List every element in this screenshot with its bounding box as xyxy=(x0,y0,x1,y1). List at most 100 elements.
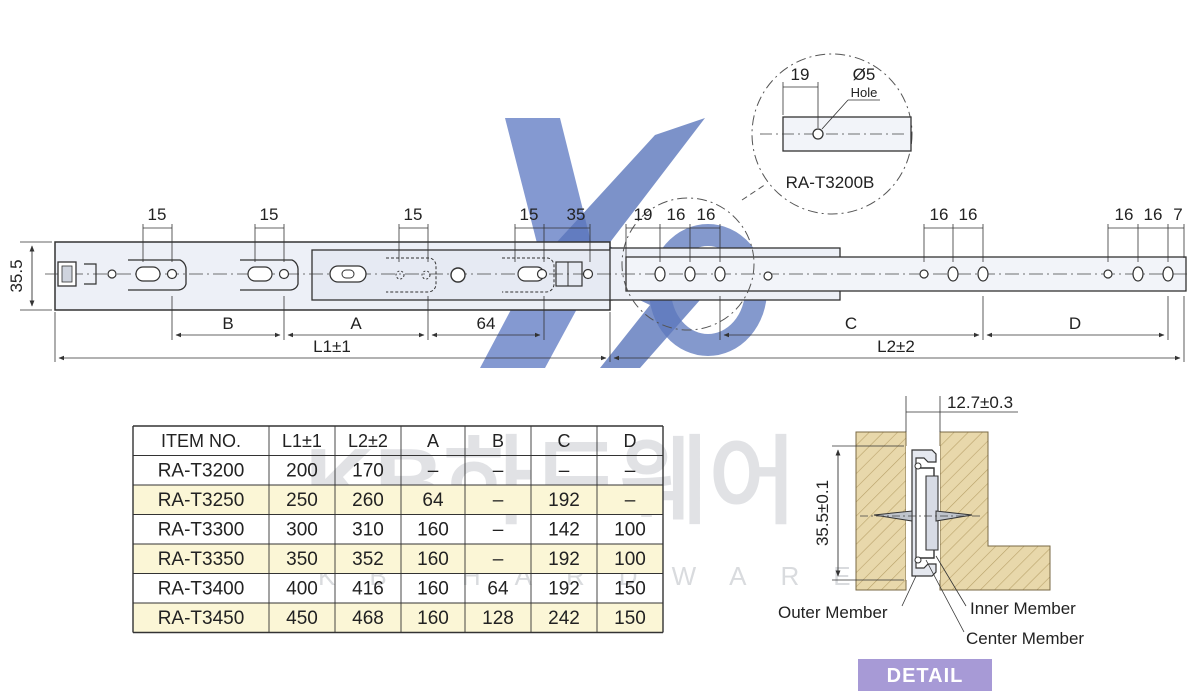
table-header-cell: D xyxy=(624,431,637,451)
table-cell: – xyxy=(493,461,504,482)
table-cell: 160 xyxy=(417,579,449,600)
table-cell: RA-T3400 xyxy=(158,579,245,600)
dim-c-label: C xyxy=(845,314,857,333)
section-width-dim: 12.7±0.3 xyxy=(947,393,1013,412)
table-cell: RA-T3250 xyxy=(158,490,245,511)
table-cell: 192 xyxy=(548,490,580,511)
table-cell: 150 xyxy=(614,608,646,629)
table-cell: 416 xyxy=(352,579,384,600)
top-dimensions xyxy=(142,224,1185,262)
table-cell: – xyxy=(493,549,504,570)
drawer-wood-right xyxy=(939,431,1051,591)
table-cell: 200 xyxy=(286,461,318,482)
table-header-cell: B xyxy=(492,431,504,451)
zoom-detail: 19 Ø5 Hole RA-T3200B xyxy=(741,53,913,215)
table-cell: 160 xyxy=(417,520,449,541)
zoom-dim-19: 19 xyxy=(791,65,810,84)
dim-15-a: 15 xyxy=(148,205,167,224)
table-cell: 400 xyxy=(286,579,318,600)
inner-member-label: Inner Member xyxy=(970,599,1076,618)
dim-7: 7 xyxy=(1173,205,1182,224)
spec-table: ITEM NO. L1±1 L2±2 A B C D RA-T3200 200 170 – – – – RA… xyxy=(132,425,664,634)
dim-16-e: 16 xyxy=(1115,205,1134,224)
zoom-hole-diameter: Ø5 xyxy=(853,65,876,84)
table-header-cell: A xyxy=(427,431,439,451)
table-cell: 260 xyxy=(352,490,384,511)
height-dimension: 35.5 xyxy=(7,241,52,311)
table-cell: RA-T3300 xyxy=(158,520,245,541)
table-cell: RA-T3350 xyxy=(158,549,245,570)
dim-16-b: 16 xyxy=(697,205,716,224)
zoom-item-label: RA-T3200B xyxy=(786,173,875,192)
table-cell: 350 xyxy=(286,549,318,570)
inner-member-profile xyxy=(925,475,939,551)
table-cell: – xyxy=(559,461,570,482)
table-cell: – xyxy=(625,461,636,482)
table-cell: 64 xyxy=(422,490,444,511)
table-cell: – xyxy=(625,490,636,511)
table-cell: 300 xyxy=(286,520,318,541)
dim-19: 19 xyxy=(634,205,653,224)
table-cell: – xyxy=(428,461,439,482)
dim-35: 35 xyxy=(567,205,586,224)
dim-16-c: 16 xyxy=(930,205,949,224)
dim-b-label: B xyxy=(222,314,233,333)
dim-l1-label: L1±1 xyxy=(313,337,351,356)
dim-15-c: 15 xyxy=(404,205,423,224)
table-row-highlight xyxy=(133,485,663,515)
table-row-highlight xyxy=(133,603,663,633)
table-cell: 128 xyxy=(482,608,514,629)
table-cell: 142 xyxy=(548,520,580,541)
table-header-cell: C xyxy=(558,431,571,451)
table-cell: 192 xyxy=(548,549,580,570)
watermark-main: KB하드웨어 xyxy=(305,429,797,536)
table-header-cell: L2±2 xyxy=(348,431,388,451)
table-cell: 250 xyxy=(286,490,318,511)
detail-badge xyxy=(858,659,992,691)
table-cell: 450 xyxy=(286,608,318,629)
bottom-dimensions xyxy=(54,296,1185,362)
zoom-hole-text: Hole xyxy=(851,85,878,100)
detail-badge-label: DETAIL xyxy=(887,665,964,687)
hole-5mm xyxy=(812,128,824,140)
table-cell: 352 xyxy=(352,549,384,570)
table-cell: 64 xyxy=(487,579,509,600)
section-detail: 12.7±0.3 35.5±0.1 Outer Member Inner Mem… xyxy=(778,393,1084,691)
cabinet-wood-left xyxy=(855,431,907,591)
table-cell: 160 xyxy=(417,608,449,629)
table-cell: 310 xyxy=(352,520,384,541)
table-cell: 100 xyxy=(614,549,646,570)
table-cell: – xyxy=(493,520,504,541)
center-member-label: Center Member xyxy=(966,629,1084,648)
section-height-dim: 35.5±0.1 xyxy=(813,480,832,546)
dim-64-label: 64 xyxy=(477,314,496,333)
table-header-cell: L1±1 xyxy=(282,431,322,451)
dim-15-b: 15 xyxy=(260,205,279,224)
outer-member-label: Outer Member xyxy=(778,603,888,622)
dim-16-d: 16 xyxy=(959,205,978,224)
slide-main-view xyxy=(45,197,1190,331)
table-cell: 242 xyxy=(548,608,580,629)
table-header-cell: ITEM NO. xyxy=(161,431,241,451)
table-cell: 150 xyxy=(614,579,646,600)
table-cell: 468 xyxy=(352,608,384,629)
zoom-circle-small xyxy=(621,197,755,331)
dim-16-a: 16 xyxy=(667,205,686,224)
height-label: 35.5 xyxy=(7,259,26,292)
dim-l2-label: L2±2 xyxy=(877,337,915,356)
top-dimension-labels: 15 15 15 15 35 19 16 16 16 16 16 16 7 xyxy=(148,205,1183,224)
table-cell: RA-T3200 xyxy=(158,461,245,482)
table-cell: 160 xyxy=(417,549,449,570)
dim-d-label: D xyxy=(1069,314,1081,333)
table-cell: RA-T3450 xyxy=(158,608,245,629)
table-cell: 192 xyxy=(548,579,580,600)
dim-15-d: 15 xyxy=(520,205,539,224)
table-cell: 170 xyxy=(352,461,384,482)
table-cell: 100 xyxy=(614,520,646,541)
table-cell: – xyxy=(493,490,504,511)
table-row-highlight xyxy=(133,544,663,574)
dim-16-f: 16 xyxy=(1144,205,1163,224)
dim-a-label: A xyxy=(350,314,362,333)
bottom-dimension-labels: B A 64 C D L1±1 L2±2 xyxy=(222,314,1081,356)
